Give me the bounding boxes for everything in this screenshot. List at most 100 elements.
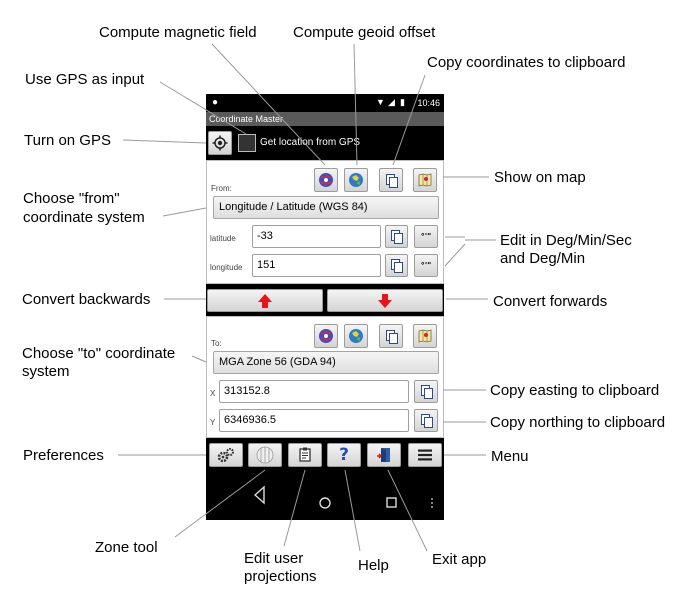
gps-checkbox-label: Get location from GPS [260,137,361,148]
longitude-label: longitude [210,263,243,272]
leader-choose-from [162,207,207,217]
overflow-dots-icon[interactable] [431,498,433,508]
convert-backwards-button[interactable] [207,289,323,312]
callout-exit-app: Exit app [432,551,487,568]
latitude-label: latitude [210,234,236,243]
callout-convert-backwards: Convert backwards [22,291,151,308]
dms-glyph: °'" [420,261,432,270]
callout-choose-to-line2: system [22,363,70,380]
callout-copy-northing: Copy northing to clipboard [490,414,666,431]
dms-glyph: °'" [420,232,432,241]
callout-menu: Menu [491,448,529,465]
callout-choose-from-line1: Choose "from" [23,190,120,207]
copy-clipboard-icon [420,385,433,399]
gears-icon [217,448,234,463]
convert-bar [206,286,444,314]
callout-preferences: Preferences [23,447,104,464]
exit-door-icon [377,448,390,462]
northing-input[interactable]: 6346936.5 [219,409,409,432]
leader-turn-on-gps [122,139,207,144]
callout-turn-on-gps: Turn on GPS [24,132,111,149]
recents-icon[interactable] [386,497,397,508]
callout-copy-easting: Copy easting to clipboard [490,382,660,399]
red-arrow-down-icon [378,293,392,308]
callout-compute-geoid-offset: Compute geoid offset [293,24,436,41]
map-icon [418,329,432,343]
red-arrow-up-icon [258,293,272,308]
leader-edit-deg-1b [444,243,466,267]
leader-choose-to [191,355,207,363]
to-system-select[interactable]: MGA Zone 56 (GDA 94) [213,351,439,374]
copy-longitude-button[interactable] [385,254,408,277]
copy-clipboard-icon [391,230,403,244]
copy-clipboard-icon [420,414,433,428]
magnetic-field-globe-icon [319,329,333,343]
phone-screen: ● ▼ ◢ ▮ 10:46 Coordinate Master Get loca… [206,94,444,520]
callout-show-on-map: Show on map [494,169,586,186]
callout-compute-magnetic-field: Compute magnetic field [99,24,257,41]
to-show-on-map-button[interactable] [413,324,437,348]
copy-northing-button[interactable] [414,409,438,432]
compute-geoid-offset-button[interactable] [344,168,368,192]
edit-document-icon [299,447,311,462]
callout-edit-user-line1: Edit user [244,550,304,567]
callout-edit-deg-line1: Edit in Deg/Min/Sec [500,232,632,249]
magnetic-field-globe-icon [319,173,333,187]
copy-easting-button[interactable] [414,380,438,403]
gps-checkbox[interactable] [238,134,256,152]
from-panel: From: Longitude / Latitude (WGS 84) lati… [206,160,444,284]
geoid-globe-icon [349,329,363,343]
hamburger-menu-icon [418,449,432,461]
callout-copy-coordinates: Copy coordinates to clipboard [427,54,626,71]
gps-target-icon [212,135,228,151]
from-system-select[interactable]: Longitude / Latitude (WGS 84) [213,196,439,219]
latitude-input[interactable]: -33 [252,225,381,248]
gps-toggle-button[interactable] [208,131,232,155]
signal-icon: ◢ [388,97,395,107]
gps-row: Get location from GPS [206,126,444,160]
to-label: To: [211,339,222,348]
map-icon [418,173,432,187]
compute-magnetic-field-button[interactable] [314,168,338,192]
callout-choose-from-line2: coordinate system [23,209,145,226]
callout-use-gps: Use GPS as input [25,71,145,88]
convert-forwards-button[interactable] [327,289,443,312]
to-compute-magnetic-field-button[interactable] [314,324,338,348]
battery-icon: ▮ [400,97,405,107]
copy-clipboard-icon [385,173,398,188]
copy-clipboard-icon [385,329,398,344]
copy-clipboard-icon [391,259,403,273]
headphones-icon: ● [212,97,219,108]
zone-tool-button[interactable] [248,443,282,467]
menu-button[interactable] [408,443,442,467]
callout-convert-forwards: Convert forwards [493,293,608,310]
latitude-dms-button[interactable]: °'" [414,225,438,248]
preferences-button[interactable] [209,443,243,467]
longitude-input[interactable]: 151 [252,254,381,277]
help-button[interactable]: ? [327,443,361,467]
back-icon[interactable] [253,485,265,505]
longitude-dms-button[interactable]: °'" [414,254,438,277]
easting-input[interactable]: 313152.8 [219,380,409,403]
app-title: Coordinate Master [206,112,444,126]
to-compute-geoid-offset-button[interactable] [344,324,368,348]
callout-choose-to-line1: Choose "to" coordinate [22,345,176,362]
callout-edit-user-line2: projections [244,568,317,585]
question-mark-icon: ? [339,445,349,465]
to-copy-coordinates-button[interactable] [379,324,403,348]
copy-coordinates-button[interactable] [379,168,403,192]
show-on-map-button[interactable] [413,168,437,192]
home-icon[interactable] [319,497,331,509]
callout-help: Help [358,557,389,574]
copy-latitude-button[interactable] [385,225,408,248]
callout-zone-tool: Zone tool [95,539,158,556]
wifi-icon: ▼ [376,97,385,107]
exit-app-button[interactable] [367,443,401,467]
edit-user-projections-button[interactable] [288,443,322,467]
android-nav-bar [206,470,444,520]
x-label: X [210,389,216,398]
callout-edit-deg-line2: and Deg/Min [500,250,586,267]
zone-globe-icon [256,446,274,464]
status-time: 10:46 [417,98,440,108]
geoid-globe-icon [349,173,363,187]
